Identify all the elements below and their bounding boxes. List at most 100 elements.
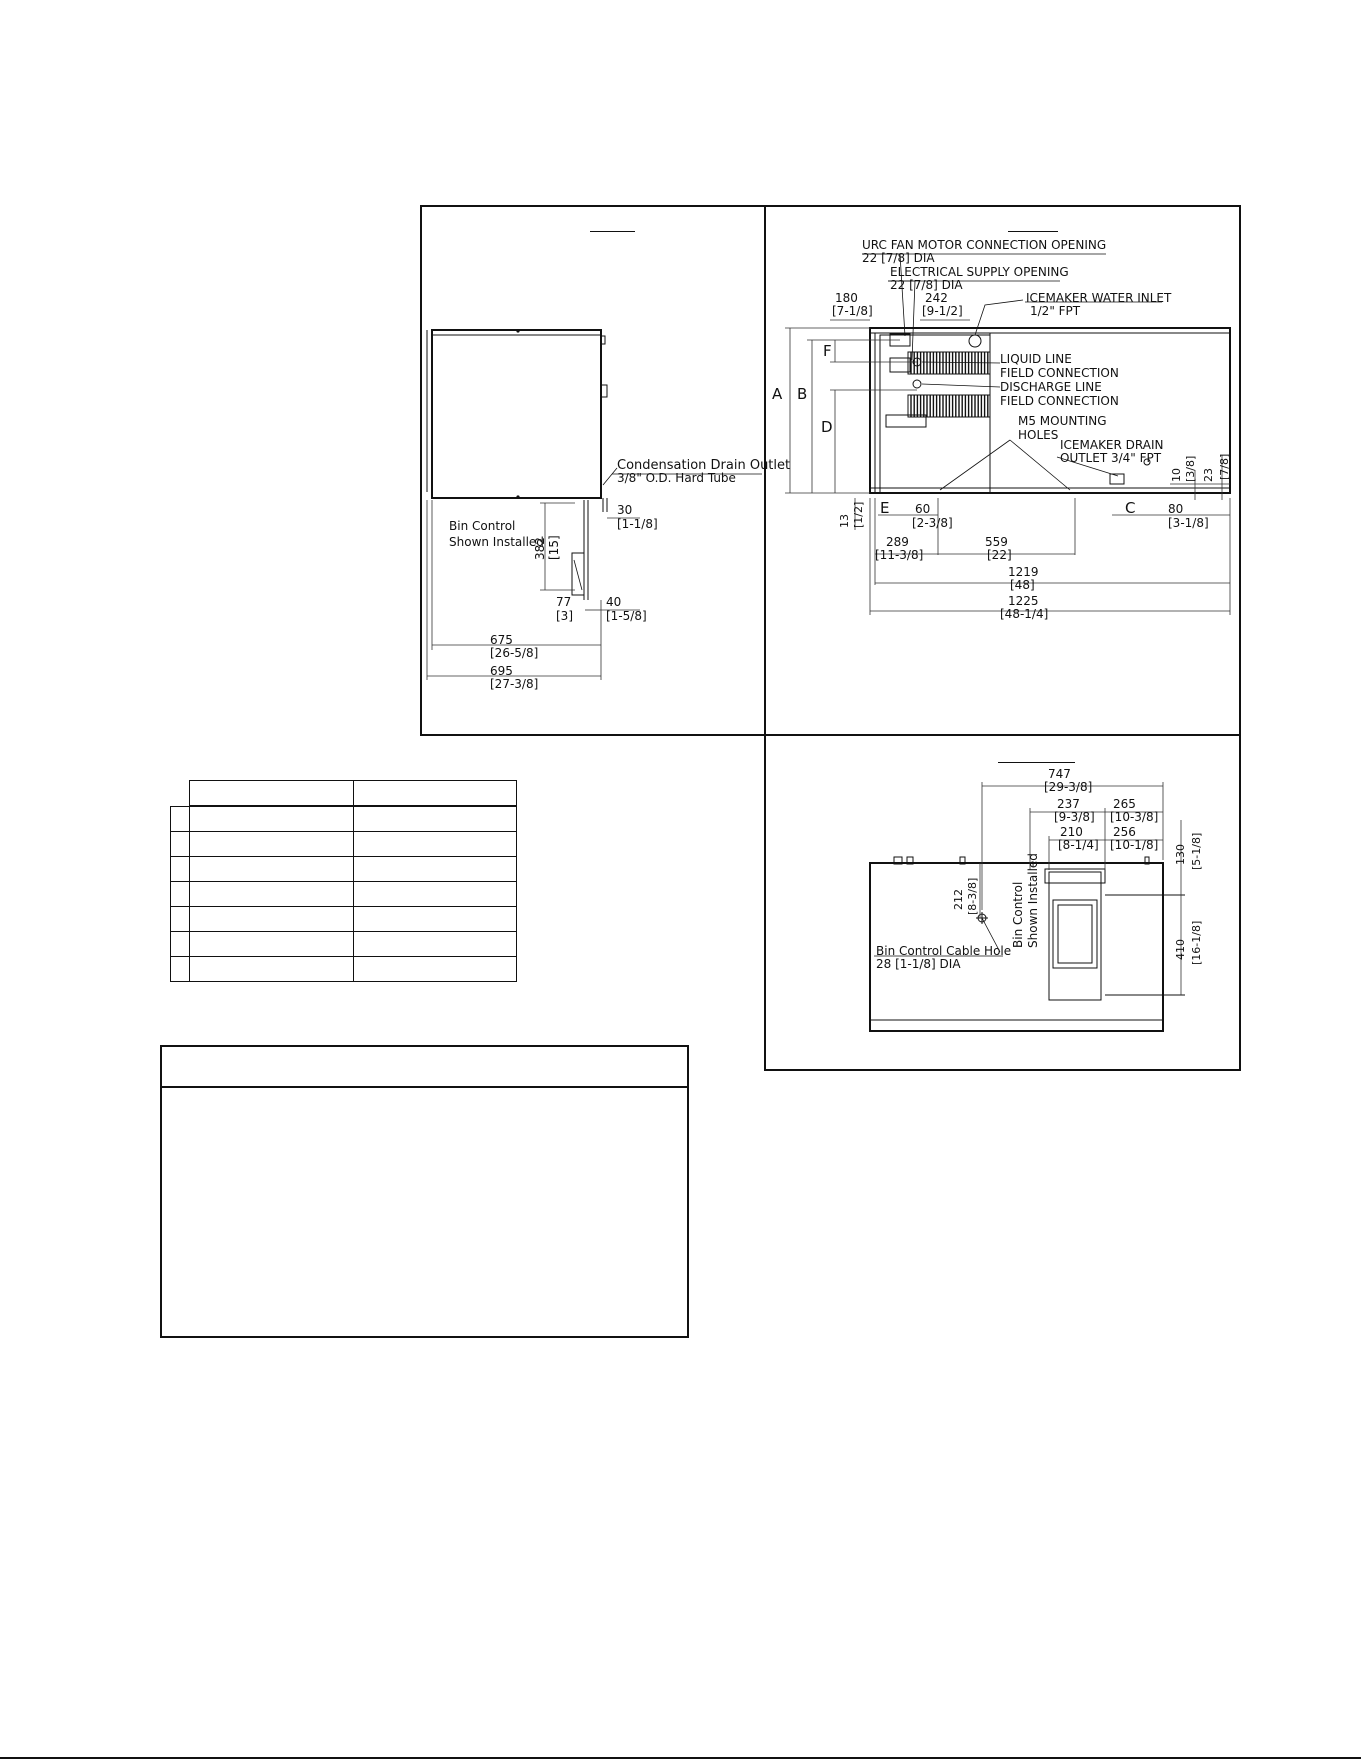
mounting-label-1: M5 MOUNTING — [1018, 414, 1107, 428]
drain-leader — [602, 467, 618, 486]
table-row — [170, 931, 517, 957]
dim-77-in: [3] — [556, 609, 573, 623]
cable-hole-label: Bin Control Cable Hole — [876, 944, 1011, 958]
table-cell — [353, 805, 517, 832]
rear-vents — [907, 351, 991, 418]
table-row — [170, 881, 517, 907]
dim-695: 695 — [490, 664, 513, 678]
dim-410-in: [16-1/8] — [1190, 921, 1203, 965]
electrical-opening — [889, 357, 911, 373]
electrical-spec: 22 [7/8] DIA — [890, 278, 963, 292]
table-cell — [170, 805, 190, 832]
table-row — [170, 856, 517, 882]
rear-cabinet — [869, 327, 1231, 494]
dim-40-in: [1-5/8] — [606, 609, 647, 623]
dim-559: 559 — [985, 535, 1008, 549]
bin-control-vertical-2: Shown Installed — [1026, 853, 1040, 948]
mounting-leader — [1009, 439, 1071, 491]
discharge-line-fitting — [912, 379, 922, 389]
dim-1225: 1225 — [1008, 594, 1039, 608]
condensation-drain-spec: 3/8" O.D. Hard Tube — [617, 471, 736, 485]
mounting-leader — [939, 439, 1011, 491]
letter-f: F — [823, 342, 832, 360]
dim-675: 675 — [490, 633, 513, 647]
dim-265: 265 — [1113, 797, 1136, 811]
table-cell — [189, 881, 354, 907]
table-cell — [353, 931, 517, 957]
table-cell — [353, 856, 517, 882]
dim-60: 60 — [915, 502, 930, 516]
table-cell — [353, 956, 517, 982]
dim-382: 382 — [533, 537, 547, 560]
dim-13: 13 — [838, 514, 851, 528]
side-view-title-underline — [590, 231, 635, 232]
dim-77: 77 — [556, 595, 571, 609]
water-inlet-spec: 1/2" FPT — [1030, 304, 1081, 318]
top-view-panel — [764, 734, 1241, 1071]
bin-control-top-inner — [1052, 899, 1098, 969]
mounting-label-2: HOLES — [1018, 428, 1058, 442]
discharge-line-label-1: DISCHARGE LINE — [1000, 380, 1102, 394]
table-cell — [189, 956, 354, 982]
top-view-title-underline — [998, 762, 1075, 763]
letter-c: C — [1125, 499, 1135, 517]
letter-b: B — [797, 385, 807, 403]
rear-view-title-underline — [1008, 231, 1058, 232]
bin-control-vertical-1: Bin Control — [1011, 882, 1025, 948]
table-cell — [353, 881, 517, 907]
side-screw — [516, 495, 520, 499]
dim-695-in: [27-3/8] — [490, 677, 538, 691]
dim-30: 30 — [617, 503, 632, 517]
liquid-leader — [921, 361, 1001, 364]
rear-label-plate — [885, 414, 927, 428]
spec-table — [170, 780, 517, 982]
bin-control-bracket — [1044, 868, 1106, 884]
dim-180-in: [7-1/8] — [832, 304, 873, 318]
dim-559-in: [22] — [987, 548, 1012, 562]
dim-289-in: [11-3/8] — [875, 548, 923, 562]
table-cell — [189, 805, 354, 832]
dim-180: 180 — [835, 291, 858, 305]
dim-256-in: [10-1/8] — [1110, 838, 1158, 852]
cable-hole-spec: 28 [1-1/8] DIA — [876, 957, 961, 971]
table-cell — [189, 856, 354, 882]
dim-382-in: [15] — [547, 535, 561, 560]
liquid-line-label-1: LIQUID LINE — [1000, 352, 1072, 366]
letter-d: D — [821, 418, 833, 436]
dim-210-in: [8-1/4] — [1058, 838, 1099, 852]
dim-747: 747 — [1048, 767, 1071, 781]
dim-210: 210 — [1060, 825, 1083, 839]
letter-a: A — [772, 385, 783, 403]
bin-control-label-2: Shown Installed — [449, 535, 544, 549]
dim-265-in: [10-3/8] — [1110, 810, 1158, 824]
dim-23-in: [7/8] — [1218, 454, 1231, 480]
dim-1225-in: [48-1/4] — [1000, 607, 1048, 621]
dim-130-in: [5-1/8] — [1190, 833, 1203, 870]
urc-fan-label: URC FAN MOTOR CONNECTION OPENING — [862, 238, 1106, 252]
rear-screw — [1143, 458, 1151, 466]
discharge-line-label-2: FIELD CONNECTION — [1000, 394, 1119, 408]
dim-212-in: [8-3/8] — [966, 878, 979, 915]
drain-outlet-fitting — [1109, 473, 1125, 485]
top-fitting — [1144, 856, 1150, 865]
top-cabinet — [869, 862, 1164, 1032]
dim-237-in: [9-3/8] — [1054, 810, 1095, 824]
dim-10-in: [3/8] — [1184, 456, 1197, 482]
dim-242-in: [9-1/2] — [922, 304, 963, 318]
dim-23: 23 — [1202, 468, 1215, 482]
bin-control-detail — [573, 559, 583, 591]
cable-hole-leader — [981, 917, 1001, 953]
table-cell — [189, 931, 354, 957]
side-back-fitting — [600, 335, 606, 345]
dim-80: 80 — [1168, 502, 1183, 516]
dim-675-in: [26-5/8] — [490, 646, 538, 660]
dim-256: 256 — [1113, 825, 1136, 839]
table-header-cell — [353, 780, 517, 807]
table-cell — [353, 831, 517, 857]
water-inlet-label: ICEMAKER WATER INLET — [1026, 291, 1172, 305]
dim-410: 410 — [1174, 939, 1187, 960]
side-screw — [516, 329, 520, 333]
discharge-leader — [921, 383, 1001, 388]
